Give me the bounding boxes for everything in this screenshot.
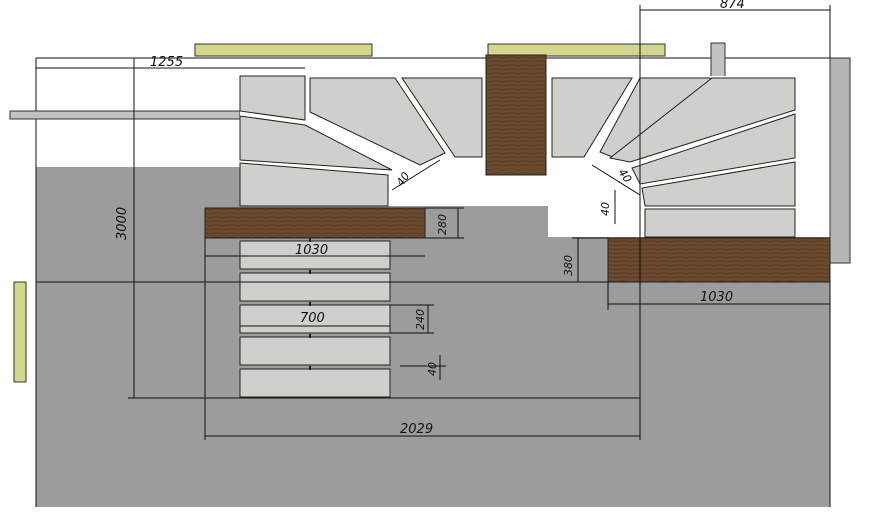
wall-post-top (710, 42, 726, 79)
dim-label-40-bottom: 40 (426, 362, 439, 376)
stair-tread (239, 368, 391, 398)
window-top-right (487, 43, 666, 57)
stair-tread (239, 336, 391, 366)
dim-label-1030-right: 1030 (700, 290, 733, 305)
dim-label-1255: 1255 (150, 55, 183, 70)
winder-tread (309, 77, 446, 166)
winder-tread (239, 75, 306, 121)
dim-label-40-right: 40 (599, 202, 612, 216)
beam-left (9, 110, 241, 120)
dim-label-2029: 2029 (400, 422, 433, 437)
stair-tread (239, 272, 391, 302)
winder-tread (551, 77, 633, 158)
dim-line-40 (591, 164, 641, 196)
dim-label-700: 700 (300, 311, 325, 326)
winder-tread (239, 115, 393, 171)
stair-tread (644, 208, 796, 238)
center-post (485, 54, 547, 176)
winder-tread (239, 162, 389, 207)
dim-label-240: 240 (414, 309, 427, 330)
window-top-left (194, 43, 373, 57)
winder-tread (641, 161, 796, 207)
wall-right (829, 57, 851, 264)
dim-label-874: 874 (720, 0, 745, 12)
dim-label-280: 280 (436, 214, 449, 235)
dim-label-380: 380 (562, 255, 575, 276)
landing-right (607, 237, 831, 283)
dim-line-40 (391, 159, 441, 191)
landing-left (204, 207, 426, 239)
dim-label-3000: 3000 (115, 207, 130, 240)
winder-tread (401, 77, 483, 158)
stair-tread (239, 240, 391, 270)
winder-tread (608, 77, 796, 163)
window-left (13, 281, 27, 383)
stair-tread (239, 304, 391, 334)
dim-label-1030-left: 1030 (295, 243, 328, 258)
